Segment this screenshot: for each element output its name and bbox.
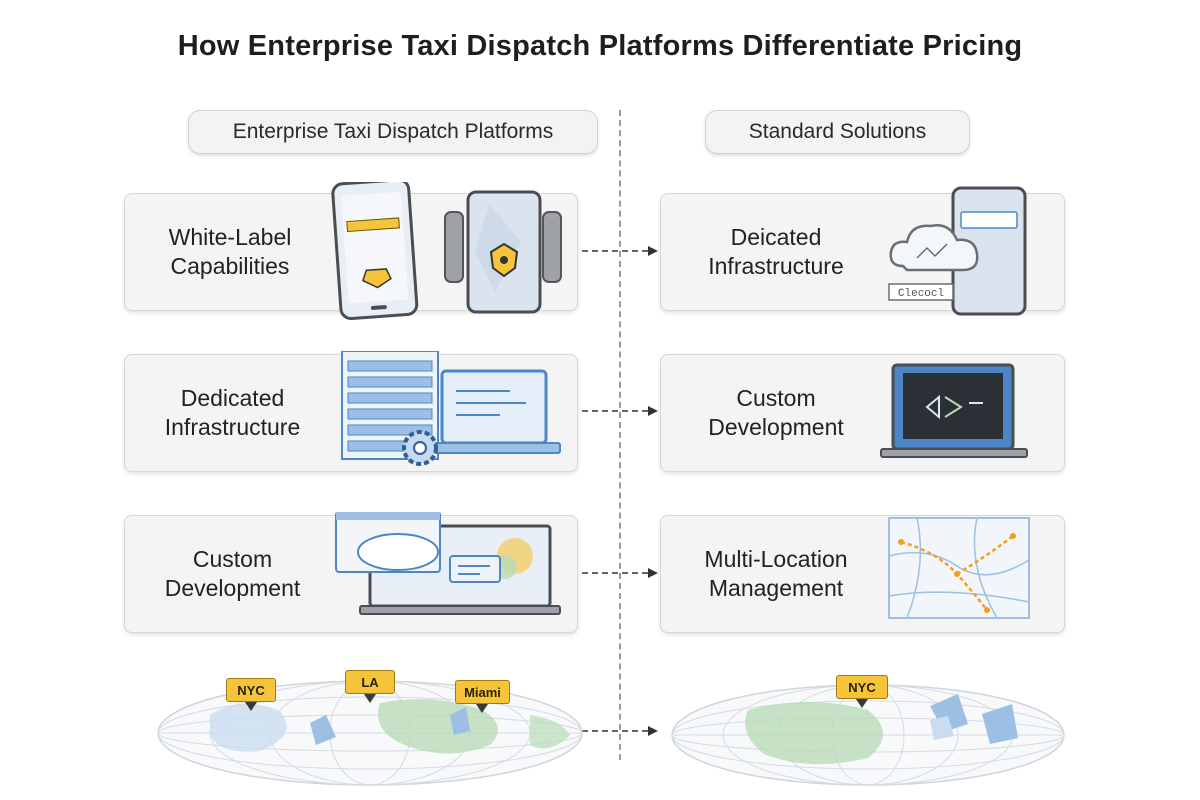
card-label-line2: Management xyxy=(708,575,844,601)
comparison-arrow xyxy=(582,726,658,736)
cloud-icon xyxy=(889,224,979,272)
city-pin-la: LA xyxy=(345,670,395,694)
pin-pointer xyxy=(856,699,868,708)
laptop-icon xyxy=(440,369,548,445)
server-laptop-illustration xyxy=(341,351,561,466)
card-label-line1: Custom xyxy=(192,546,273,572)
column-header-enterprise: Enterprise Taxi Dispatch Platforms xyxy=(188,110,598,154)
comparison-arrow xyxy=(582,568,658,578)
column-divider xyxy=(619,110,621,760)
left-hand-icon xyxy=(444,211,464,283)
phone-icon xyxy=(331,182,419,320)
cloud-phone-illustration: Clecocl xyxy=(888,186,1027,316)
cloud-tag-box xyxy=(888,283,954,301)
city-pin-miami: Miami xyxy=(455,680,510,704)
city-pin-nyc: NYC xyxy=(836,675,888,699)
comparison-arrow xyxy=(582,246,658,256)
page-title: How Enterprise Taxi Dispatch Platforms D… xyxy=(177,30,1023,62)
cloud-icon xyxy=(357,533,439,571)
card-label-line2: Capabilities xyxy=(170,253,290,279)
card-label-line2: Infrastructure xyxy=(708,253,844,279)
card-label-line1: Multi-Location xyxy=(704,546,848,572)
cloud-tag-label: Clecocl xyxy=(898,288,944,300)
pin-pointer xyxy=(364,694,376,703)
card-label-line2: Development xyxy=(164,575,301,601)
card-label-line2: Infrastructure xyxy=(164,414,301,440)
right-hand-icon xyxy=(542,211,562,283)
card-label-line1: Dedicated xyxy=(180,385,285,411)
mobile-apps-illustration xyxy=(331,182,562,320)
card-label-line1: White-Label xyxy=(168,224,292,250)
column-header-standard: Standard Solutions xyxy=(705,110,970,154)
comparison-arrow xyxy=(582,406,658,416)
dashboard-laptop-illustration xyxy=(335,512,561,615)
route-map-illustration xyxy=(888,517,1030,619)
card-label-line2: Development xyxy=(708,414,844,440)
card-label-line1: Deicated xyxy=(730,224,822,250)
city-pin-nyc: NYC xyxy=(226,678,276,702)
pin-pointer xyxy=(476,704,488,713)
pin-pointer xyxy=(245,702,257,711)
single-city-world-map xyxy=(671,684,1065,786)
code-laptop-illustration xyxy=(880,363,1028,458)
card-label-line1: Custom xyxy=(736,385,816,411)
